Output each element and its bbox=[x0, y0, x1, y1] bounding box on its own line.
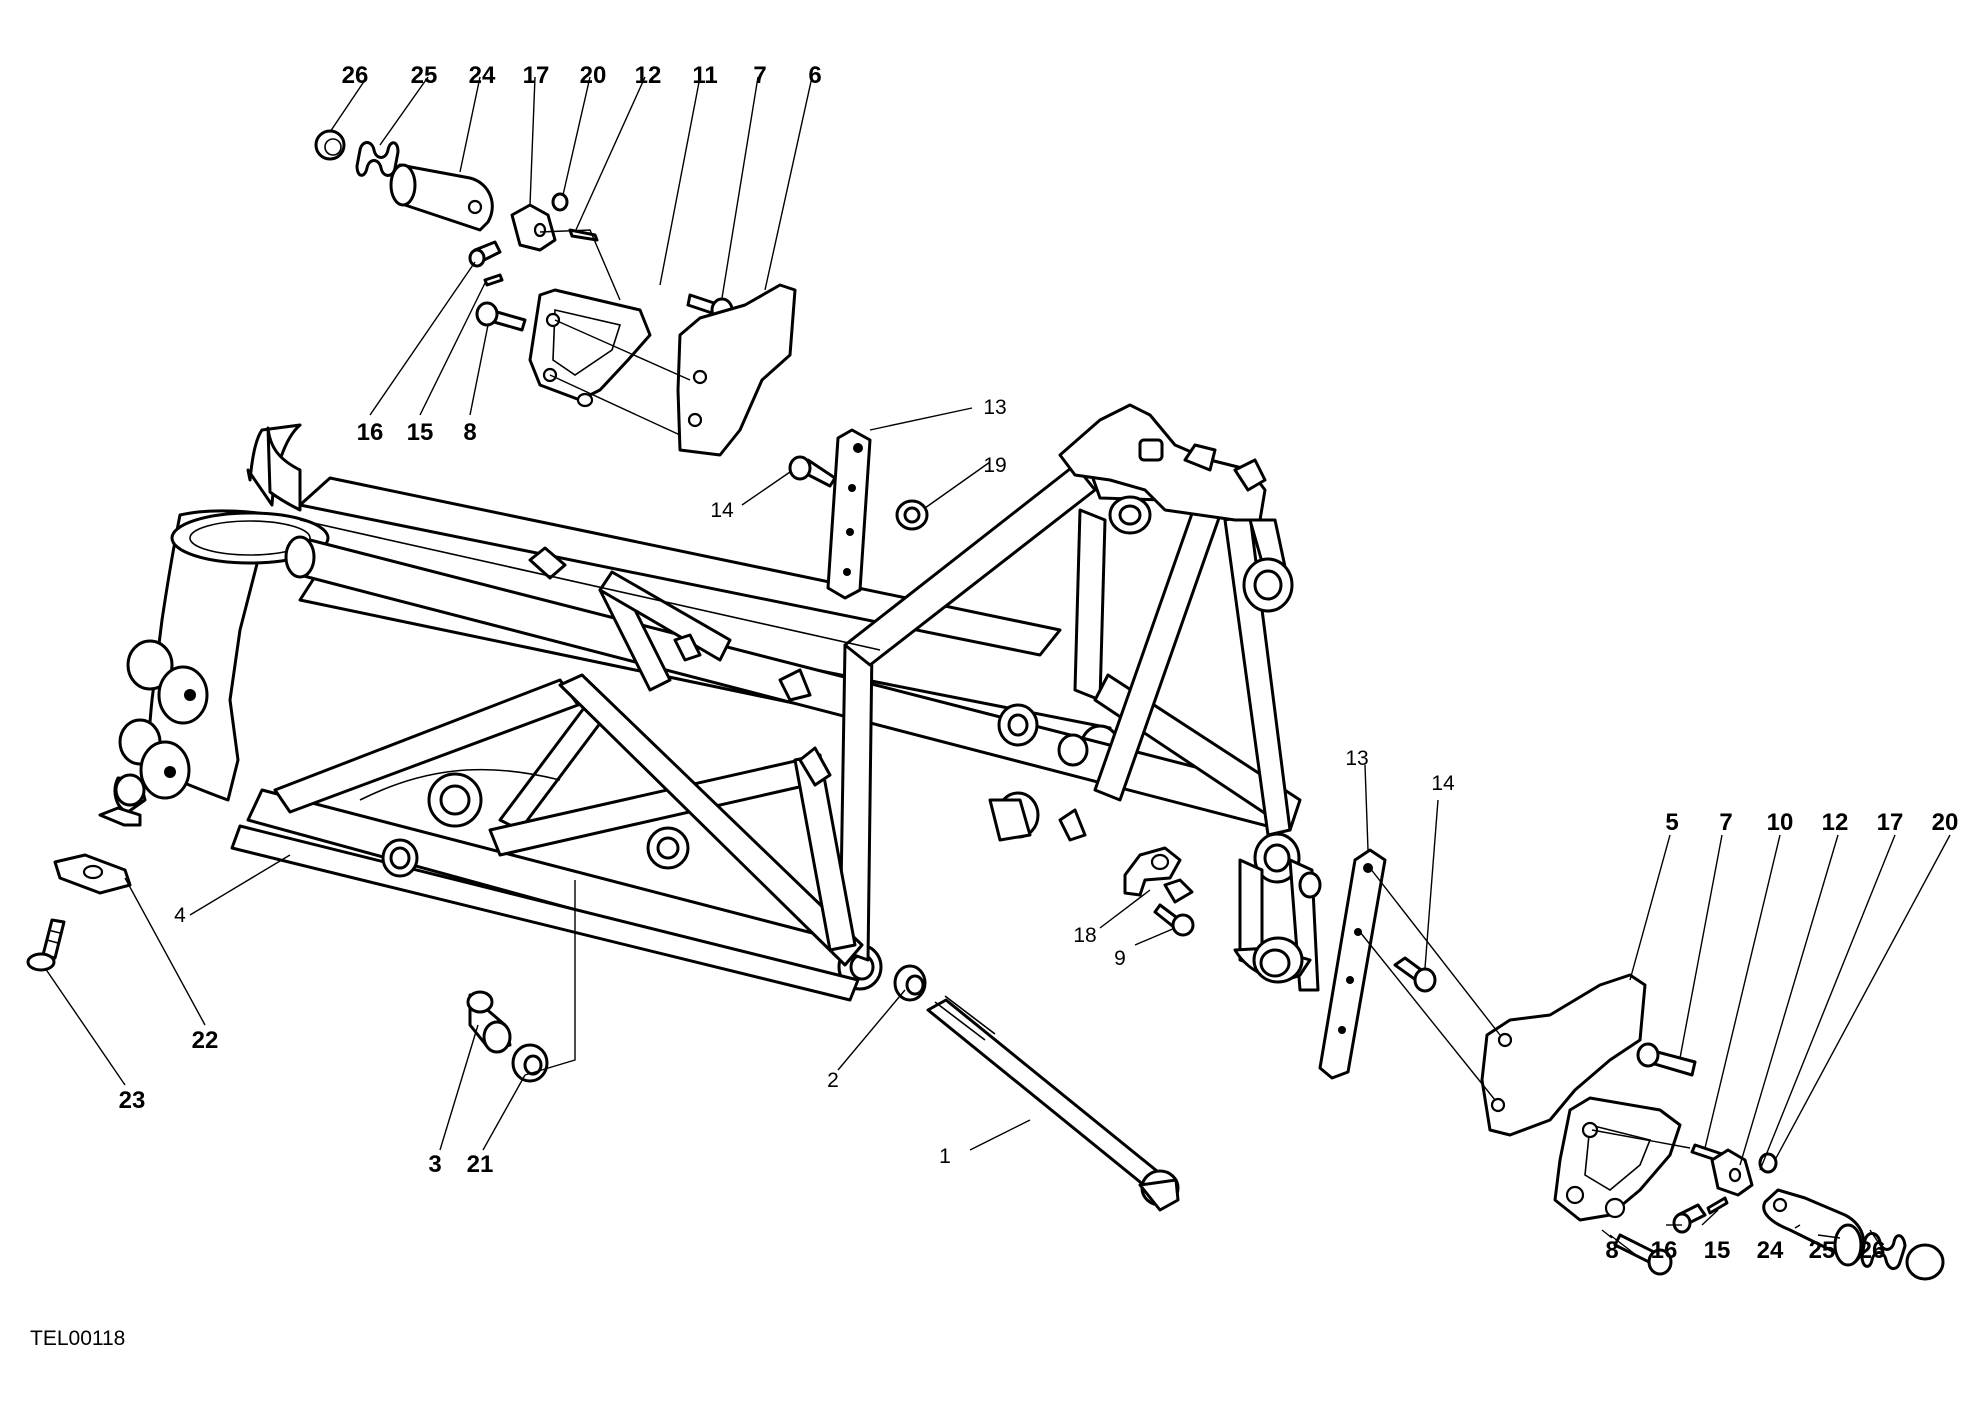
callout: 20 bbox=[580, 62, 607, 89]
callout: 13 bbox=[1345, 747, 1368, 770]
screw-9 bbox=[1153, 903, 1195, 937]
callout: 12 bbox=[1822, 809, 1849, 836]
callout: 1 bbox=[939, 1145, 951, 1168]
callout: 17 bbox=[523, 62, 550, 89]
callout: 6 bbox=[808, 62, 821, 89]
callout: 2 bbox=[827, 1069, 839, 1092]
callout: 9 bbox=[1114, 947, 1126, 970]
screw-14-left bbox=[788, 455, 837, 488]
footrest-group-right bbox=[1359, 867, 1945, 1281]
callout: 24 bbox=[1757, 1237, 1784, 1264]
screw-14-right bbox=[1393, 956, 1437, 993]
callout: 14 bbox=[710, 499, 734, 522]
callout: 16 bbox=[1651, 1237, 1678, 1264]
washer-21 bbox=[511, 1043, 549, 1083]
leader-lines bbox=[44, 76, 1951, 1259]
callout: 25 bbox=[411, 62, 438, 89]
callout: 17 bbox=[1877, 809, 1904, 836]
callout: 13 bbox=[983, 396, 1006, 419]
callout: 26 bbox=[1859, 1237, 1886, 1264]
footrest-group-left bbox=[314, 129, 797, 457]
callout: 4 bbox=[174, 904, 186, 927]
callout: 23 bbox=[119, 1087, 146, 1114]
callout: 19 bbox=[983, 454, 1006, 477]
link-plate-13-left bbox=[826, 428, 872, 600]
callout: 3 bbox=[428, 1151, 441, 1178]
main-frame bbox=[98, 403, 1322, 1002]
callout: 25 bbox=[1809, 1237, 1836, 1264]
callout: 22 bbox=[192, 1027, 219, 1054]
callout: 10 bbox=[1767, 809, 1794, 836]
callout: 8 bbox=[1605, 1237, 1618, 1264]
callout: 7 bbox=[1719, 809, 1732, 836]
callout-labels: 26 25 24 17 20 12 11 7 6 16 15 8 13 19 1… bbox=[119, 62, 1959, 1264]
callout: 26 bbox=[342, 62, 369, 89]
callout: 7 bbox=[753, 62, 766, 89]
spindle-rod bbox=[926, 995, 1180, 1212]
callout: 5 bbox=[1665, 809, 1678, 836]
spacer-2 bbox=[893, 964, 927, 1002]
callout: 11 bbox=[692, 62, 717, 89]
callout: 21 bbox=[467, 1151, 494, 1178]
bushing-3 bbox=[466, 990, 512, 1054]
callout: 14 bbox=[1431, 772, 1455, 795]
callout: 15 bbox=[407, 419, 434, 446]
callout: 24 bbox=[469, 62, 496, 89]
bracket-18 bbox=[1123, 846, 1194, 904]
screw-23 bbox=[26, 918, 66, 972]
callout: 16 bbox=[357, 419, 384, 446]
callout: 20 bbox=[1932, 809, 1959, 836]
callout: 12 bbox=[635, 62, 662, 89]
washer-19 bbox=[895, 499, 929, 531]
nut-plate-22 bbox=[53, 853, 132, 895]
callout: 18 bbox=[1073, 924, 1096, 947]
callout: 8 bbox=[463, 419, 476, 446]
drawing-code: TEL00118 bbox=[30, 1327, 125, 1350]
callout: 15 bbox=[1704, 1237, 1731, 1264]
link-plate-13-right bbox=[1318, 848, 1387, 1080]
